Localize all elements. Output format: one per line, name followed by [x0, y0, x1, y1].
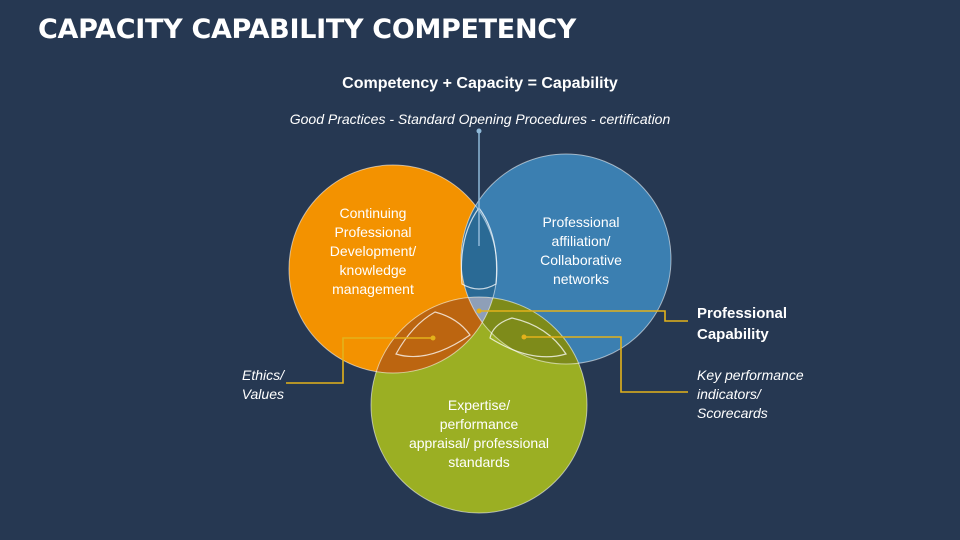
kpi-dot — [521, 334, 527, 340]
equation-subtitle: Competency + Capacity = Capability — [342, 75, 618, 92]
ethics-callout: Ethics/ Values — [224, 366, 284, 404]
slide-title: CAPACITY CAPABILITY COMPETENCY — [38, 14, 577, 45]
right-lens-outline — [489, 317, 567, 358]
orange-line-1: Continuing — [339, 205, 407, 221]
blue-line-4: networks — [552, 271, 610, 287]
orange-line-5: management — [332, 281, 414, 297]
capability-line-2: Capability — [697, 326, 769, 343]
blue-outline — [460, 153, 672, 365]
green-line-3: appraisal/ professional — [408, 435, 550, 451]
capability-connector — [479, 310, 688, 322]
orange-green-overlap — [371, 297, 497, 373]
orange-line-3: Development/ — [329, 243, 417, 259]
orange-line-2: Professional — [334, 224, 412, 240]
green-circle-label: Expertise/ performance appraisal/ profes… — [394, 396, 564, 472]
orange-line-4: knowledge — [339, 262, 407, 278]
top-lens-outline — [460, 206, 498, 290]
green-line-2: performance — [439, 416, 519, 432]
green-line-4: standards — [448, 454, 510, 470]
ethics-dot — [430, 335, 436, 341]
blue-line-2: affiliation/ — [551, 233, 611, 249]
top-pointer-dot — [476, 128, 482, 134]
blue-line-3: Collaborative — [540, 252, 622, 268]
blue-line-1: Professional — [542, 214, 620, 230]
top-note: Good Practices - Standard Opening Proced… — [289, 111, 671, 127]
orange-circle-label: Continuing Professional Development/ kno… — [300, 204, 446, 299]
ethics-line-1: Ethics/ — [241, 367, 284, 383]
green-outline — [370, 296, 588, 514]
blue-green-overlap — [461, 297, 587, 364]
kpi-line-2: indicators/ — [697, 386, 761, 402]
kpi-callout: Key performance indicators/ Scorecards — [697, 366, 804, 423]
left-lens-outline — [395, 311, 471, 358]
blue-circle-label: Professional affiliation/ Collaborative … — [508, 213, 654, 289]
green-line-1: Expertise/ — [447, 397, 511, 413]
kpi-connector — [524, 336, 688, 393]
ethics-line-2: Values — [241, 386, 284, 402]
capability-callout: Professional Capability — [697, 303, 787, 345]
kpi-line-1: Key performance — [697, 367, 804, 383]
kpi-line-3: Scorecards — [697, 405, 768, 421]
ethics-connector — [286, 337, 433, 384]
capability-dot — [476, 308, 482, 314]
capability-line-1: Professional — [697, 305, 788, 322]
